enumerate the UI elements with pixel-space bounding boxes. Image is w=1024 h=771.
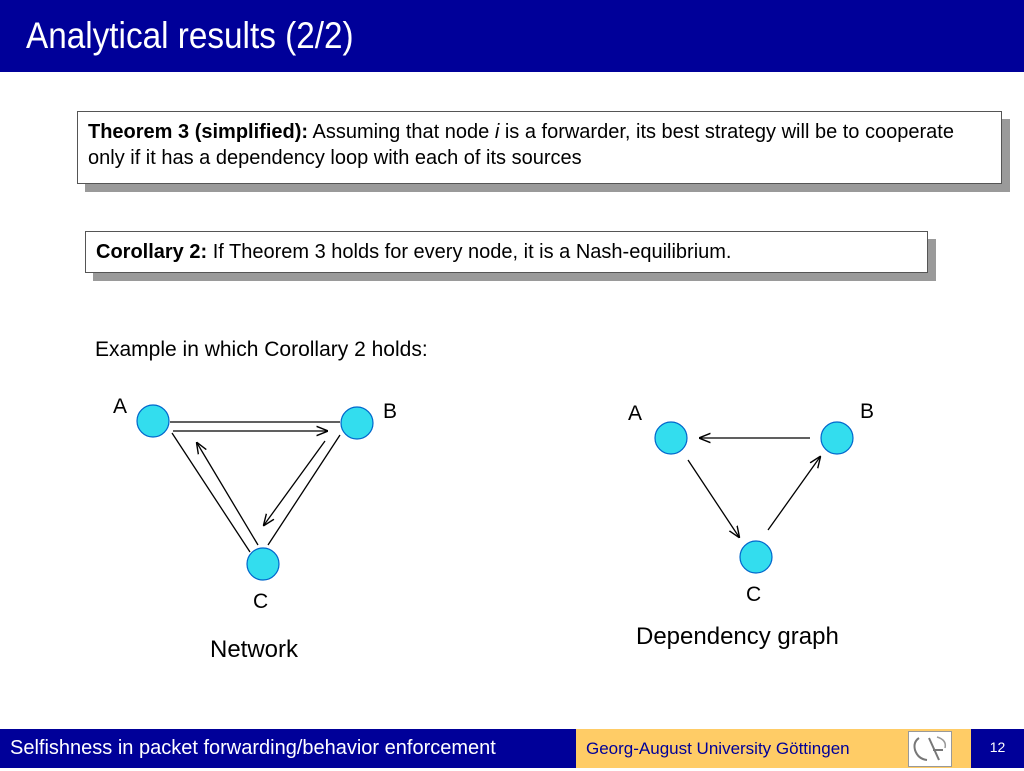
network-label-b: B bbox=[383, 400, 397, 423]
dependency-edge-c-b bbox=[767, 457, 820, 531]
dependency-graph: A B C Dependency graph bbox=[628, 400, 874, 650]
example-text: Example in which Corollary 2 holds: bbox=[95, 338, 428, 361]
network-link-b-c bbox=[267, 434, 341, 546]
network-edge-b-c bbox=[264, 440, 326, 525]
network-edge-c-a bbox=[197, 443, 259, 546]
dependency-node-c bbox=[739, 540, 773, 574]
corollary-text: If Theorem 3 holds for every node, it is… bbox=[207, 241, 732, 263]
network-link-c-a bbox=[171, 432, 251, 553]
dependency-node-a bbox=[654, 421, 688, 455]
theorem-text-before: Assuming that node bbox=[308, 121, 495, 143]
network-label-a: A bbox=[113, 395, 127, 418]
network-graph: A B C Network bbox=[113, 395, 397, 663]
dependency-node-b bbox=[820, 421, 854, 455]
dependency-caption: Dependency graph bbox=[636, 623, 839, 650]
dependency-edge-a-c bbox=[687, 459, 739, 537]
corollary-box: Corollary 2: If Theorem 3 holds for ever… bbox=[85, 231, 928, 273]
university-seal-icon bbox=[908, 731, 952, 767]
theorem-text-after: is a forwarder, its best strategy will b… bbox=[88, 121, 954, 169]
theorem-label: Theorem 3 (simplified): bbox=[88, 121, 309, 143]
theorem-italic: i bbox=[494, 121, 500, 143]
network-label-c: C bbox=[253, 590, 268, 613]
dependency-label-c: C bbox=[746, 583, 761, 606]
page-number: 12 bbox=[971, 729, 1024, 768]
network-node-a bbox=[136, 404, 170, 438]
network-node-b bbox=[340, 406, 374, 440]
footer-title: Selfishness in packet forwarding/behavio… bbox=[0, 729, 576, 768]
corollary-label: Corollary 2: bbox=[96, 241, 208, 263]
dependency-label-a: A bbox=[628, 402, 642, 425]
theorem-box: Theorem 3 (simplified): Assuming that no… bbox=[77, 111, 1002, 184]
network-node-c bbox=[246, 547, 280, 581]
footer-university: Georg-August University Göttingen bbox=[576, 729, 971, 768]
title-bar: Analytical results (2/2) bbox=[0, 0, 1024, 72]
slide-title: Analytical results (2/2) bbox=[26, 15, 354, 56]
dependency-label-b: B bbox=[860, 400, 874, 423]
network-caption: Network bbox=[210, 636, 299, 663]
